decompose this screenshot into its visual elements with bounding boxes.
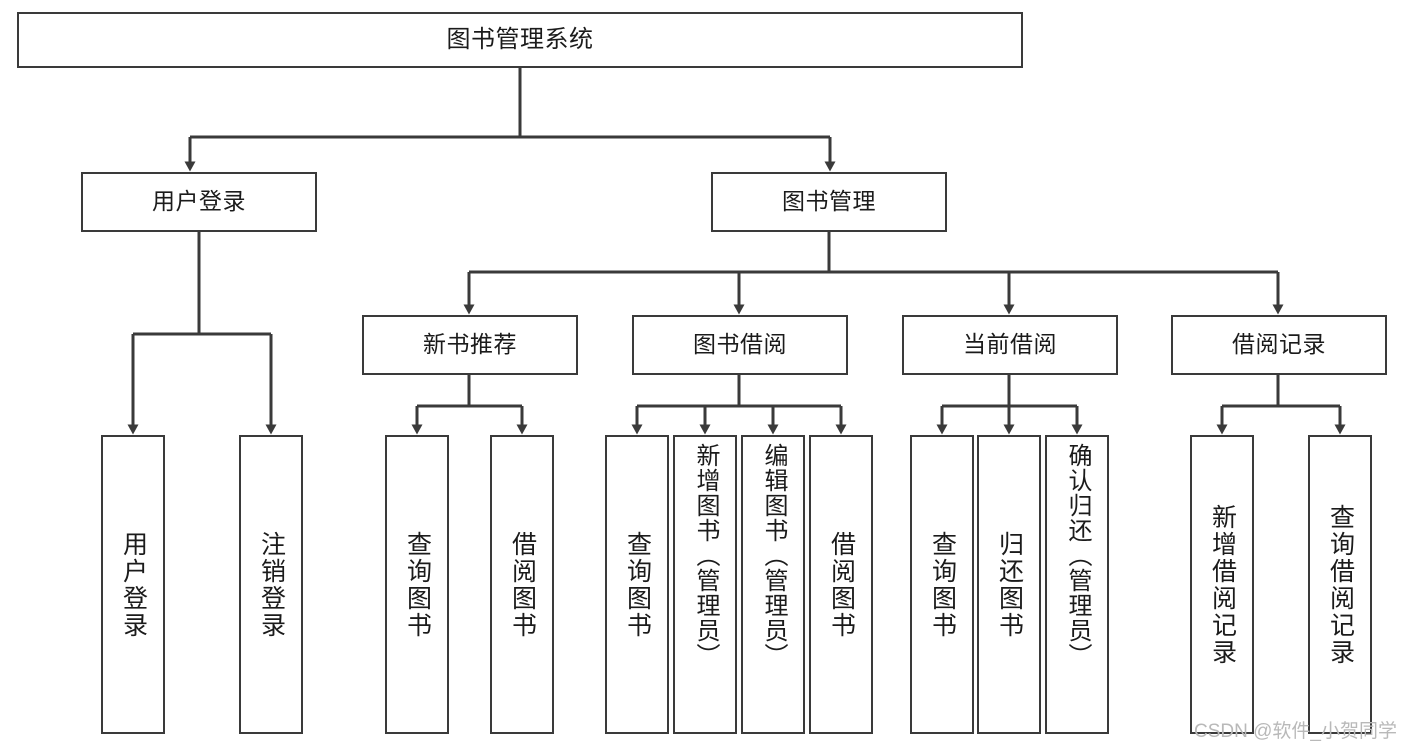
node-label: 注销登录 — [257, 530, 286, 639]
node-new-book-recommend[interactable]: 新书推荐 — [362, 315, 578, 375]
node-leaf-query-book-borrow[interactable]: 查询图书 — [605, 435, 669, 734]
node-book-borrow[interactable]: 图书借阅 — [632, 315, 848, 375]
node-label: 借阅图书 — [827, 530, 856, 639]
node-current-borrow[interactable]: 当前借阅 — [902, 315, 1118, 375]
node-root-book-management-system[interactable]: 图书管理系统 — [17, 12, 1023, 68]
node-borrow-record[interactable]: 借阅记录 — [1171, 315, 1387, 375]
node-label: 新增图书（管理员） — [692, 443, 719, 668]
node-leaf-add-borrow-record[interactable]: 新增借阅记录 — [1190, 435, 1254, 734]
node-leaf-confirm-return[interactable]: 确认归还（管理员） — [1045, 435, 1109, 734]
node-label: 图书管理 — [782, 188, 876, 215]
node-label: 新书推荐 — [423, 331, 517, 358]
node-leaf-query-book-current[interactable]: 查询图书 — [910, 435, 974, 734]
node-label: 用户登录 — [119, 530, 148, 639]
node-label: 查询图书 — [623, 530, 652, 639]
node-leaf-borrow-book[interactable]: 借阅图书 — [809, 435, 873, 734]
node-leaf-borrow-book-recommend[interactable]: 借阅图书 — [490, 435, 554, 734]
node-label: 编辑图书（管理员） — [760, 443, 787, 668]
node-leaf-query-book-recommend[interactable]: 查询图书 — [385, 435, 449, 734]
node-label: 查询图书 — [403, 530, 432, 639]
node-label: 确认归还（管理员） — [1064, 443, 1091, 668]
node-leaf-query-borrow-record[interactable]: 查询借阅记录 — [1308, 435, 1372, 734]
node-label: 图书借阅 — [693, 331, 787, 358]
node-label: 借阅记录 — [1232, 331, 1326, 358]
node-label: 新增借阅记录 — [1208, 503, 1237, 666]
node-leaf-return-book[interactable]: 归还图书 — [977, 435, 1041, 734]
node-label: 借阅图书 — [508, 530, 537, 639]
node-label: 图书管理系统 — [446, 25, 594, 53]
csdn-watermark: CSDN @软件_小贺同学 — [1194, 721, 1397, 742]
node-leaf-add-book[interactable]: 新增图书（管理员） — [673, 435, 737, 734]
node-user-login[interactable]: 用户登录 — [81, 172, 317, 232]
node-label: 查询借阅记录 — [1326, 503, 1355, 666]
node-label: 当前借阅 — [963, 331, 1057, 358]
node-label: 用户登录 — [152, 188, 246, 215]
node-leaf-logout-login[interactable]: 注销登录 — [239, 435, 303, 734]
node-label: 查询图书 — [928, 530, 957, 639]
node-leaf-user-login[interactable]: 用户登录 — [101, 435, 165, 734]
node-leaf-edit-book[interactable]: 编辑图书（管理员） — [741, 435, 805, 734]
node-label: 归还图书 — [995, 530, 1024, 639]
node-book-management[interactable]: 图书管理 — [711, 172, 947, 232]
